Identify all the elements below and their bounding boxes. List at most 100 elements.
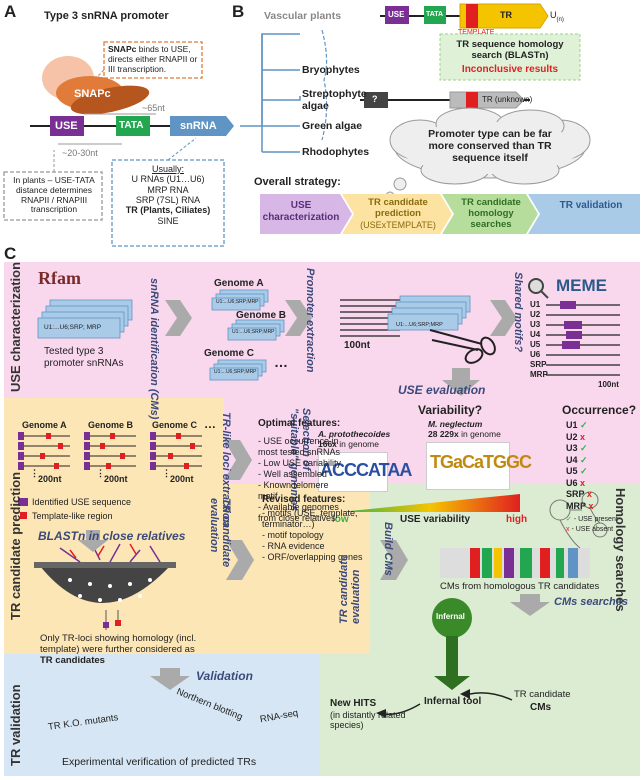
b-qmark: ? [372,94,378,104]
optimal-list: - USE occurrence in most tested snRNAs- … [258,436,342,523]
section-homology: Homology searches [613,488,628,612]
strategy-validation: TR validation [559,200,623,211]
snapc-label: SNAPc [74,88,111,100]
section-tr-prediction: TR candidate prediction [8,471,23,620]
step-tr-eval-2: TR candidate evaluation [338,554,362,624]
use-label: USE [55,120,78,132]
tr-candidate: TR candidate [514,689,571,700]
strategy-usextemplate: (USExTEMPLATE) [360,220,436,230]
occurrence-q: Occurrence? [562,403,637,417]
panel-c-letter: C [4,244,17,263]
species-1: A. protothecoides [318,429,391,439]
meme-logo: MEME [556,276,607,295]
bg-tr-prediction-left [4,398,224,654]
genome-b-stack: U1:...U6;SRP;MRP [232,329,275,335]
genome-c-stack: U1:...U6;SRP;MRP [214,369,257,375]
revised-list: - motifs (USE, template, terminator…)- m… [262,508,363,562]
cms-label: CMs [530,702,552,713]
legend-absent: x - USE absent [566,526,614,533]
strategy-homology: TR candidate homology searches [461,197,521,230]
dist20: ~20-30nt [62,148,98,158]
use-variability: USE variability [400,514,471,525]
genome-c-c: Genome C [204,348,255,359]
section-tr-validation: TR validation [8,684,23,766]
step-promoter: Promoter extraction [304,268,316,373]
new-hits-sub: (in distantly related species) [330,710,406,731]
scissors-icon [429,329,496,364]
infernal-logo: Infernal [436,612,465,621]
b-search-title: TR sequence homology search (BLASTn) [456,39,564,61]
step-motifs: Shared motifs? [512,272,524,353]
b-inconclusive: Inconclusive results [461,64,559,75]
legend-present: ✓ - USE present [566,516,618,523]
logo-box-1 [318,452,388,492]
tree-vascular: Vascular plants [264,10,342,22]
b-use: USE [388,10,405,19]
revised-title: Revised features: [262,494,346,505]
genome-a-tr: Genome A [22,420,67,430]
promoter-stack: U1:...U6;SRP;MRP [396,322,443,328]
tata-box [116,116,150,136]
rna-structure-icon [549,491,608,549]
b-template: TEMPLATE [458,29,495,36]
tr-dots-c: ⋮ [162,468,171,478]
variability-q: Variability? [418,403,483,417]
panel-a-letter: A [4,2,17,21]
phylo-tree [240,33,301,153]
rfam-logo: Rfam [38,268,81,288]
tree-bryophytes: Bryophytes [302,64,360,76]
tested-snrnas: Tested type 3 promoter snRNAs [44,346,124,369]
tree-green-algae: Green algae [302,120,363,132]
high-label: high [506,514,528,525]
low-label: low [332,514,349,525]
nt100-b: 100nt [598,380,619,389]
nt100-a: 100nt [344,340,371,351]
species-2: M. neglectum [428,419,483,429]
genome-a-c: Genome A [214,278,264,289]
b-tr: TR [500,10,512,20]
infernal-logo-icon [432,598,472,690]
b-cloud-text: Promoter type can be far more conserved … [428,128,552,165]
plants-note: In plants – USE-TATA distance determines… [13,175,95,215]
section-use-characterization: USE characterization [8,261,23,392]
strategy-use: USE characterization [262,200,340,223]
use-box [50,116,84,136]
panel-a-title: Type 3 snRNA promoter [44,10,169,22]
tree-rhodophytes: Rhodophytes [302,146,370,158]
infernal-tool: Infernal tool [424,696,482,707]
legend-template: Template-like region [32,511,113,521]
nt200-b: 200nt [104,474,128,484]
species-2-count: 28 229x in genome [428,429,501,439]
tata-label: TATA [119,120,144,131]
legend-use: Identified USE sequence [32,497,132,507]
step-tr-eval: TR candidate evaluation [208,498,232,568]
b-tata: TATA [426,11,444,18]
nt200-a: 200nt [38,474,62,484]
cms-search-step: CMs searches [554,596,628,608]
snapc-blob-dark [70,85,150,115]
tree-streptophyte: Streptophyte algae [302,88,367,113]
snapc-callout-box [103,41,203,79]
genome-b-tr: Genome B [88,420,134,430]
genome-a-stack: U1:...U6;SRP;MRP [216,299,259,305]
optimal-title: Optimal features: [258,418,341,429]
experimental: Experimental verification of predicted T… [62,756,257,768]
cms-from: CMs from homologous TR candidates [440,581,600,592]
tr-dots: … [204,417,216,431]
alignment-matrix [440,548,590,578]
magnifier-icon [528,278,544,294]
b-un: U(n) [550,10,564,23]
genome-b-c: Genome B [236,310,287,321]
strategy-prediction: TR candidate prediction [368,197,428,219]
logo-box-2 [426,442,510,490]
genome-c-tr: Genome C [152,420,198,430]
rfam-stack-text: U1:...U6;SRP; MRP [44,324,102,331]
logo-1: ACCCATAA [320,460,412,480]
tr-dots-a: ⋮ [30,468,39,478]
only-tr-loci: Only TR-loci showing homology (incl. tem… [40,633,197,666]
new-hits: New HITS [330,698,377,709]
dist65: ~65nt [142,103,165,113]
step-cms: snRNA identification (CMs) [148,278,160,420]
